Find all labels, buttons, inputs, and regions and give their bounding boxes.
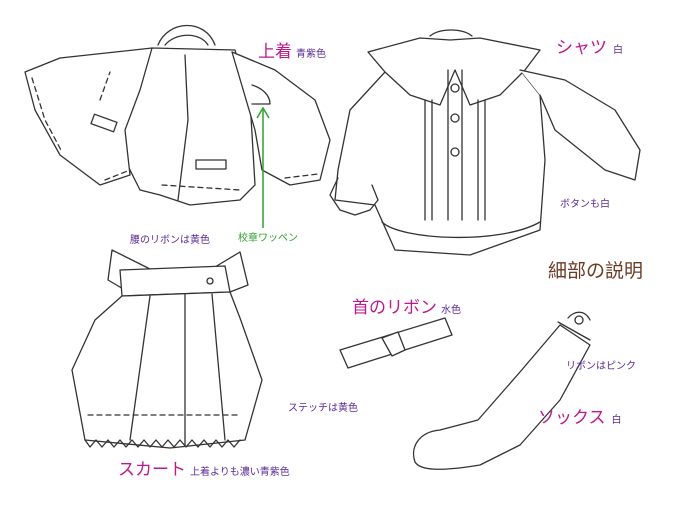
- neck-ribbon-name-label: 首のリボン水色: [352, 300, 461, 317]
- buttons-note: ボタンも白: [560, 199, 610, 210]
- shirt-color-note: 白: [613, 45, 623, 56]
- neck-ribbon-drawing: [339, 317, 453, 369]
- sock-drawing: [413, 311, 591, 470]
- skirt-name-label: スカート上着よりも濃い青紫色: [118, 462, 290, 479]
- neck-ribbon-name: 首のリボン: [352, 298, 437, 318]
- emblem-arrow: [256, 106, 270, 228]
- skirt-name: スカート: [118, 460, 186, 480]
- shirt-name-label: シャツ白: [556, 40, 623, 57]
- emblem-note: 校章ワッペン: [238, 233, 298, 244]
- socks-name-label: ソックス白: [538, 410, 622, 427]
- jacket-color-note: 青紫色: [296, 49, 326, 60]
- jacket-name: 上着: [258, 42, 292, 62]
- stitch-note: ステッチは黄色: [288, 403, 358, 414]
- shirt-drawing: [329, 29, 641, 256]
- waist-ribbon-note: 腰のリボンは黄色: [130, 235, 210, 246]
- jacket-drawing: [24, 24, 331, 206]
- sock-ribbon-note: リボンはピンク: [566, 361, 636, 372]
- socks-color-note: 白: [611, 415, 622, 426]
- jacket-name-label: 上着青紫色: [258, 44, 326, 61]
- shirt-name: シャツ: [556, 38, 607, 58]
- skirt-color-note: 上着よりも濃い青紫色: [190, 467, 290, 478]
- page-title: 細部の説明: [548, 260, 644, 282]
- skirt-drawing: [71, 249, 263, 449]
- neck-ribbon-color-note: 水色: [441, 305, 461, 316]
- socks-name: ソックス: [538, 408, 606, 428]
